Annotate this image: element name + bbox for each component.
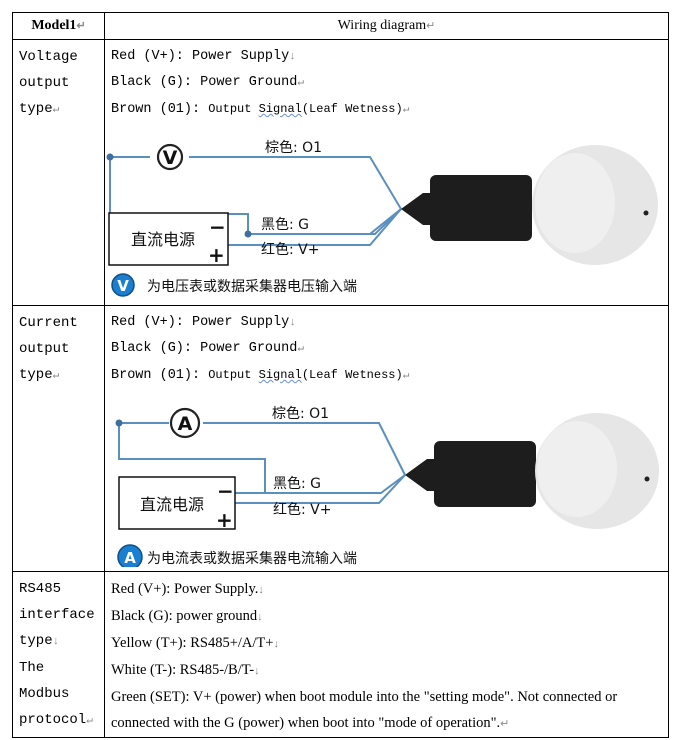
sensor-body	[430, 175, 532, 241]
wire-red	[223, 208, 402, 246]
type-line: Current	[19, 315, 78, 331]
wire-line-black: Black (G): power ground↓	[111, 608, 263, 624]
voltmeter-icon	[156, 143, 184, 171]
power-supply-box	[118, 476, 236, 530]
wire-line-red: Red (V+): Power Supply↓	[111, 315, 296, 330]
current-type-cell: Current output type↵	[12, 305, 105, 572]
junction-dot	[106, 153, 114, 161]
psu-plus: +	[216, 508, 233, 532]
red-wire-label: 红色: V+	[261, 241, 319, 258]
wire-line-black: Black (G): Power Ground↵	[111, 75, 304, 90]
badge-letter: A	[124, 549, 136, 567]
voltage-wiring-diagram: V 棕色: O1 黑色: G 红色: V+ 直流电源 − + V 为电压表	[106, 139, 658, 297]
type-line: type↓	[19, 633, 60, 649]
voltage-wiring-cell: Red (V+): Power Supply↓ Black (G): Power…	[104, 39, 669, 306]
current-wiring-diagram: A 棕色: O1 黑色: G 红色: V+ 直流电源 − + A 为电流表或数据…	[115, 405, 659, 567]
type-line: Voltage	[19, 49, 78, 65]
sensor-cable-head	[401, 193, 435, 225]
psu-label: 直流电源	[140, 495, 204, 514]
psu-label: 直流电源	[131, 230, 195, 249]
type-line: interface	[19, 607, 95, 623]
meter-badge-icon	[117, 544, 143, 567]
psu-minus: −	[209, 215, 226, 239]
meter-badge-icon	[111, 273, 135, 297]
leaf-dot	[643, 210, 649, 216]
rs485-wiring-cell: Red (V+): Power Supply.↓ Black (G): powe…	[104, 571, 669, 738]
voltage-row: Voltage output type↵ Red (V+): Power Sup…	[12, 39, 669, 306]
wiring-table: Model1↵ Wiring diagram↵ Voltage output t…	[12, 12, 669, 738]
rs485-type-cell: RS485 interface type↓ The Modbus protoco…	[12, 571, 105, 738]
wire-line-red: Red (V+): Power Supply.↓	[111, 581, 264, 597]
ammeter-icon	[169, 407, 201, 439]
wire-line-red: Red (V+): Power Supply↓	[111, 49, 296, 64]
sensor-body	[434, 441, 536, 507]
header-wiring: Wiring diagram↵	[104, 12, 669, 40]
wire-meter-return	[109, 157, 402, 235]
wire-line-green: Green (SET): V+ (power) when boot module…	[111, 689, 618, 731]
meter-letter: A	[178, 413, 193, 435]
wire-line-yellow: Yellow (T+): RS485+/A/T+↓	[111, 635, 279, 651]
type-line: output	[19, 75, 70, 91]
wire-black	[369, 208, 402, 235]
wire-line-brown: Brown (01): Output Signal(Leaf Wetness)↵	[111, 102, 410, 117]
type-line: RS485	[19, 581, 62, 597]
brown-wire-label: 棕色: O1	[265, 139, 322, 156]
badge-letter: V	[117, 277, 129, 295]
diagram-note: 为电流表或数据采集器电流输入端	[147, 550, 357, 567]
meter-letter: V	[163, 147, 178, 169]
type-line: The Modbus	[19, 660, 70, 702]
voltage-type-cell: Voltage output type↵	[12, 39, 105, 306]
wire-line-black: Black (G): Power Ground↵	[111, 341, 304, 356]
wire-line-brown: Brown (01): Output Signal(Leaf Wetness)↵	[111, 368, 410, 383]
rs485-row: RS485 interface type↓ The Modbus protoco…	[12, 571, 669, 738]
wire-brown	[203, 422, 406, 476]
black-wire-label: 黑色: G	[273, 475, 321, 492]
header-model: Model1↵	[12, 12, 105, 40]
power-supply-box	[108, 212, 229, 266]
current-wiring-cell: Red (V+): Power Supply↓ Black (G): Power…	[104, 305, 669, 572]
psu-minus: −	[217, 479, 234, 503]
diagram-note: 为电压表或数据采集器电压输入端	[147, 278, 357, 295]
wire-line-white: White (T-): RS485-/B/T-↓	[111, 662, 260, 678]
psu-plus: +	[208, 243, 225, 267]
header-row: Model1↵ Wiring diagram↵	[12, 12, 669, 40]
black-wire-label: 黑色: G	[261, 216, 309, 233]
wire-red	[230, 474, 406, 504]
red-wire-label: 红色: V+	[273, 501, 331, 518]
brown-wire-label: 棕色: O1	[272, 405, 329, 422]
current-row: Current output type↵ Red (V+): Power Sup…	[12, 305, 669, 572]
wire-brown	[189, 156, 402, 210]
sensor-cable-head	[405, 459, 439, 491]
wire-meter-return	[118, 423, 406, 494]
type-line: type↵	[19, 367, 60, 383]
junction-dot	[115, 419, 123, 427]
type-line: output	[19, 341, 70, 357]
junction-dot	[244, 230, 252, 238]
leaf-dot	[644, 476, 650, 482]
type-line: type↵	[19, 101, 60, 117]
type-line: protocol↵	[19, 712, 93, 728]
